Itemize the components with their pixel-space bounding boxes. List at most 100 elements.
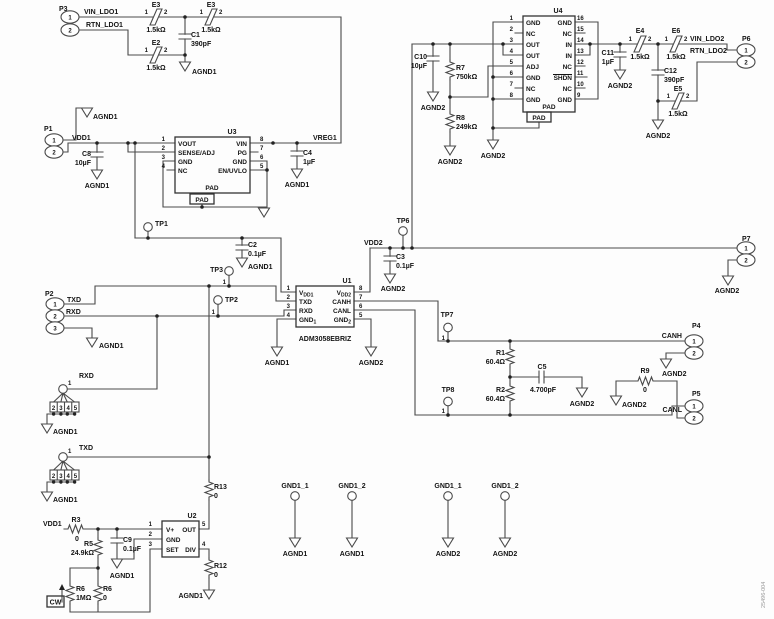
pin-number: 3 [149,542,153,548]
net-label: VDD1 [43,521,62,528]
testpoint-label: TP8 [442,387,455,394]
ic-pin-name: VDD1 [299,290,314,299]
part-ref: R13 [214,484,227,491]
rxd-header-cells [49,401,80,413]
ic-pin-name: NC [526,31,536,38]
pin-number: 1 [200,10,204,16]
pin-number: 13 [577,49,584,55]
pin-number: 2 [744,61,748,67]
pin-number: 1 [692,405,696,411]
testpoint-label: TP1 [155,221,168,228]
pin-number: 16 [577,16,584,22]
ic-pin-name: OUT [526,53,540,60]
ic-pin-name: VIN [236,141,247,148]
pin-number: 6 [510,71,514,77]
testpoint-tp3-icon [224,266,234,276]
pin-number: 3 [287,304,291,310]
net-label: RTN_LDO1 [86,22,123,29]
part-ref: C2 [248,242,257,249]
pin-number: 10 [577,82,584,88]
pin-number: 1 [442,336,446,342]
cw-label: CW [50,600,62,607]
connector-ref: P3 [59,6,68,13]
ground-label: AGND1 [192,69,217,76]
ic-pin-name: GND [526,20,541,27]
net-label: GND1_2 [491,483,518,490]
wires-txd-rxd [63,274,297,458]
wires-gnd-headers [294,499,506,539]
pin-number: 1 [223,280,227,286]
pin-number: 2 [686,94,690,100]
ic-ref: U2 [188,513,197,520]
connector-ref: P7 [742,236,751,243]
pin-number: 3 [59,406,63,412]
part-value: 24.9kΩ [71,550,95,557]
testpoint-tp2-icon [213,295,223,305]
ic-pad-label: PAD [532,115,546,122]
ground-label: AGND1 [265,360,290,367]
pin-number: 5 [359,313,363,319]
ground-label: AGND1 [99,343,124,350]
net-label: GND1_1 [281,483,308,490]
net-label: GND1_2 [338,483,365,490]
part-value: 1µF [602,59,615,66]
pin-number: 2 [744,259,748,265]
ground-label: AGND1 [85,183,110,190]
pin-number: 2 [692,417,696,423]
ground-label: AGND2 [359,360,384,367]
ic-u2-body [161,520,200,558]
gnd-header-2-icon [347,491,357,501]
part-value: 1.5kΩ [146,65,166,72]
part-value: 0 [214,493,218,500]
ground-label: AGND1 [285,182,310,189]
pin-number: 2 [68,29,72,35]
part-value: 0 [103,595,107,602]
ground-label: AGND1 [110,573,135,580]
part-ref: C10 [414,54,427,61]
part-ref: E6 [672,28,681,35]
pin-number: 7 [260,146,264,152]
ground-label: AGND2 [381,286,406,293]
net-label: VIN_LDO2 [690,36,724,43]
pin-number: 2 [53,315,57,321]
header-txd-pin1-icon [58,452,68,462]
connector-ref: P4 [692,323,701,330]
ground-label: AGND1 [178,593,203,600]
pin-number: 5 [202,522,206,528]
ic-part-number: ADM3058EBRIZ [299,336,352,343]
ground-label: AGND2 [622,402,647,409]
pin-number: 1 [68,16,72,22]
ic-pin-name: GND [526,97,541,104]
pin-number: 2 [52,151,56,157]
ic-u3-pad-box [189,193,215,205]
ic-pin-name: OUT [526,42,540,49]
ic-pin-name: GND [526,75,541,82]
ic-pin-name: VOUT [178,141,196,148]
pin-number: 5 [510,60,514,66]
pin-number: 2 [52,474,56,480]
ic-pin-name: RXD [299,308,313,315]
ground-label: AGND2 [436,551,461,558]
ground-label: AGND2 [421,105,446,112]
part-ref: R6 [103,586,112,593]
part-ref: R3 [72,517,81,524]
pin-number: 2 [162,146,166,152]
part-ref: C8 [82,151,91,158]
part-value: 1.5kΩ [201,27,221,34]
pin-number: 6 [260,155,264,161]
ic-pin-name: GND [558,97,573,104]
header-label: RXD [79,373,94,380]
pin-number: 2 [692,352,696,358]
part-value: 249kΩ [456,124,478,131]
ic-pin-name: PG [238,150,247,157]
ic-pin-name: EN/UVLO [218,168,247,175]
pin-number: 8 [260,137,264,143]
part-value: 390pF [191,41,212,48]
ground-label: AGND2 [646,133,671,140]
part-ref: C5 [538,364,547,371]
ic-pin-name: SHDN [554,75,573,82]
part-value: 60.4Ω [486,396,506,403]
gnd-header-3-icon [443,491,453,501]
part-ref: C9 [123,537,132,544]
part-value: 0 [214,572,218,579]
